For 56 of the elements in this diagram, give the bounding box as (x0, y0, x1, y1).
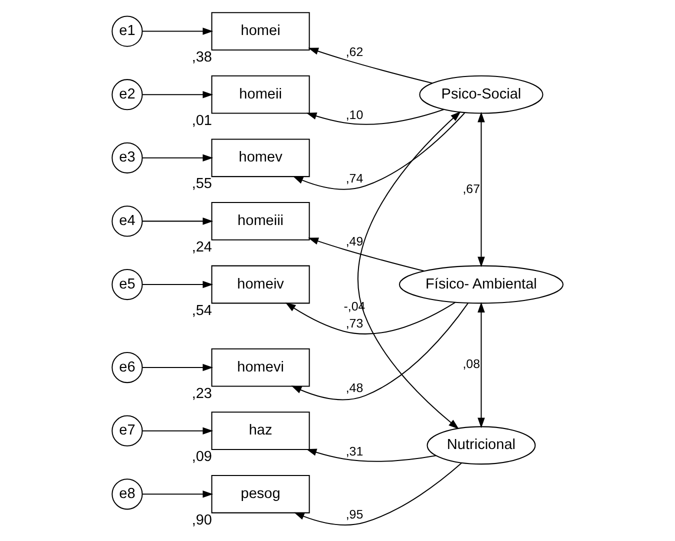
node-box: haz (211, 412, 310, 450)
node-ellipse: Psico-Social (419, 75, 544, 114)
arrow (292, 112, 465, 190)
edge-label: ,73 (346, 316, 364, 331)
node-circle: e5 (112, 268, 143, 300)
edge-label: ,10 (346, 108, 364, 122)
edge-label: ,48 (346, 381, 364, 396)
arrow (142, 280, 214, 288)
node-label: ,23 (192, 386, 212, 402)
node-box: homeiii (211, 202, 310, 240)
arrow (358, 111, 461, 430)
node-circle: e8 (112, 478, 143, 510)
node-circle: e3 (112, 142, 143, 174)
arrow (285, 302, 456, 334)
node-box: homeiv (211, 265, 310, 304)
node-label: ,54 (192, 302, 212, 319)
arrow (142, 364, 214, 372)
node-ellipse: Nutricional (426, 426, 536, 465)
edge-label: ,95 (346, 508, 364, 522)
edge-label: ,31 (346, 444, 364, 458)
node-circle: e1 (112, 16, 143, 47)
node-circle: e2 (112, 79, 143, 110)
node-box: homev (211, 138, 310, 178)
edge-label: ,67 (462, 182, 480, 196)
arrow (478, 302, 485, 428)
node-label: ,90 (192, 512, 212, 528)
node-ellipse: Físico- Ambiental (398, 265, 564, 304)
arrow (306, 108, 444, 125)
edge-label: ,49 (346, 234, 364, 249)
arrow (142, 490, 214, 498)
arrow (308, 238, 424, 272)
arrow (291, 302, 468, 400)
node-label: ,55 (192, 176, 212, 192)
node-circle: e7 (112, 415, 143, 446)
arrow (478, 112, 485, 268)
node-box: pesog (211, 474, 310, 514)
node-box: homevi (211, 348, 310, 387)
node-box: homei (211, 12, 310, 50)
edge-label: ,74 (346, 171, 364, 186)
arrow (308, 48, 432, 84)
node-circle: e6 (112, 352, 143, 384)
arrow (142, 28, 214, 35)
node-box: homeii (211, 75, 310, 114)
node-label: ,01 (192, 112, 212, 129)
arrow (142, 218, 214, 225)
edge-label: ,62 (346, 44, 364, 59)
arrow (142, 427, 214, 434)
arrow (142, 90, 214, 98)
node-label: ,38 (192, 50, 212, 66)
edge-label: ,08 (462, 357, 480, 372)
arrow (306, 448, 436, 462)
node-label: ,09 (192, 449, 212, 466)
arrow (142, 154, 214, 162)
node-circle: e4 (112, 206, 143, 237)
node-label: ,24 (192, 240, 212, 256)
arrow (294, 462, 462, 526)
